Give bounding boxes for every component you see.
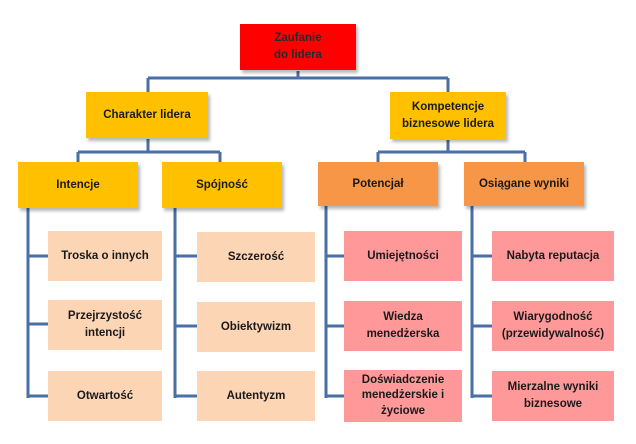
node-charakter-lidera-label: Charakter lidera — [103, 108, 191, 121]
leaf-umiejetnosci-label: Umiejętności — [367, 249, 439, 262]
node-osiagane-wyniki-label: Osiągane wyniki — [478, 177, 570, 190]
leaf-otwartosc: Otwartość — [48, 371, 162, 421]
leaf-przejrzystosc-intencji: Przejrzystość intencji — [48, 300, 162, 350]
leaf-wiedza-label: Wiedza menedżerska — [366, 311, 440, 340]
leaf-wiarygodnosc-label: Wiarygodność (przewidywalność) — [501, 311, 605, 340]
node-potencjal: Potencjał — [318, 162, 438, 206]
leaf-doswiadczenie: Doświadczenie menedżerskie i życiowe — [344, 370, 462, 422]
leaf-nabyta-reputacja: Nabyta reputacja — [492, 231, 614, 281]
leaf-obiektywizm: Obiektywizm — [197, 302, 315, 352]
leaf-wiedza-menedzerska: Wiedza menedżerska — [344, 301, 462, 351]
leaf-autentyzm-label: Autentyzm — [226, 389, 286, 402]
leaf-obiektywizm-label: Obiektywizm — [220, 320, 292, 333]
node-potencjal-label: Potencjał — [352, 177, 404, 190]
node-kompetencje-biznesowe: Kompetencje biznesowe lidera — [390, 92, 506, 139]
leaf-mierzalne-label: Mierzalne wyniki biznesowe — [507, 381, 599, 410]
leaf-przejrzystosc-label: Przejrzystość intencji — [67, 310, 143, 339]
leaf-troska-label: Troska o innych — [61, 249, 149, 262]
leaf-mierzalne-wyniki: Mierzalne wyniki biznesowe — [492, 371, 614, 421]
node-spojnosc-label: Spójność — [196, 178, 248, 191]
node-osiagane-wyniki: Osiągane wyniki — [464, 162, 584, 206]
leaf-wiarygodnosc: Wiarygodność (przewidywalność) — [492, 301, 614, 351]
leaf-reputacja-label: Nabyta reputacja — [506, 249, 600, 262]
root-label-line1: Zaufanie — [274, 32, 322, 45]
leaf-doswiadczenie-label: Doświadczenie menedżerskie i życiowe — [361, 373, 445, 417]
root-label-line2: do lidera — [274, 49, 322, 61]
node-intencje: Intencje — [18, 162, 138, 208]
leaf-umiejetnosci: Umiejętności — [344, 231, 462, 281]
node-charakter-lidera: Charakter lidera — [86, 92, 208, 138]
leaf-autentyzm: Autentyzm — [197, 371, 315, 421]
root-node: Zaufanie do lidera — [240, 24, 356, 70]
leaf-otwartosc-label: Otwartość — [76, 389, 134, 402]
leaf-troska-o-innych: Troska o innych — [48, 231, 162, 281]
node-spojnosc: Spójność — [162, 162, 282, 208]
leaf-szczerosc-label: Szczerość — [227, 250, 285, 263]
node-kompetencje-label-line1: Kompetencje — [411, 100, 485, 113]
node-kompetencje-label-line2: biznesowe lidera — [401, 117, 495, 130]
leaf-szczerosc: Szczerość — [197, 232, 315, 282]
node-intencje-label: Intencje — [56, 178, 100, 191]
